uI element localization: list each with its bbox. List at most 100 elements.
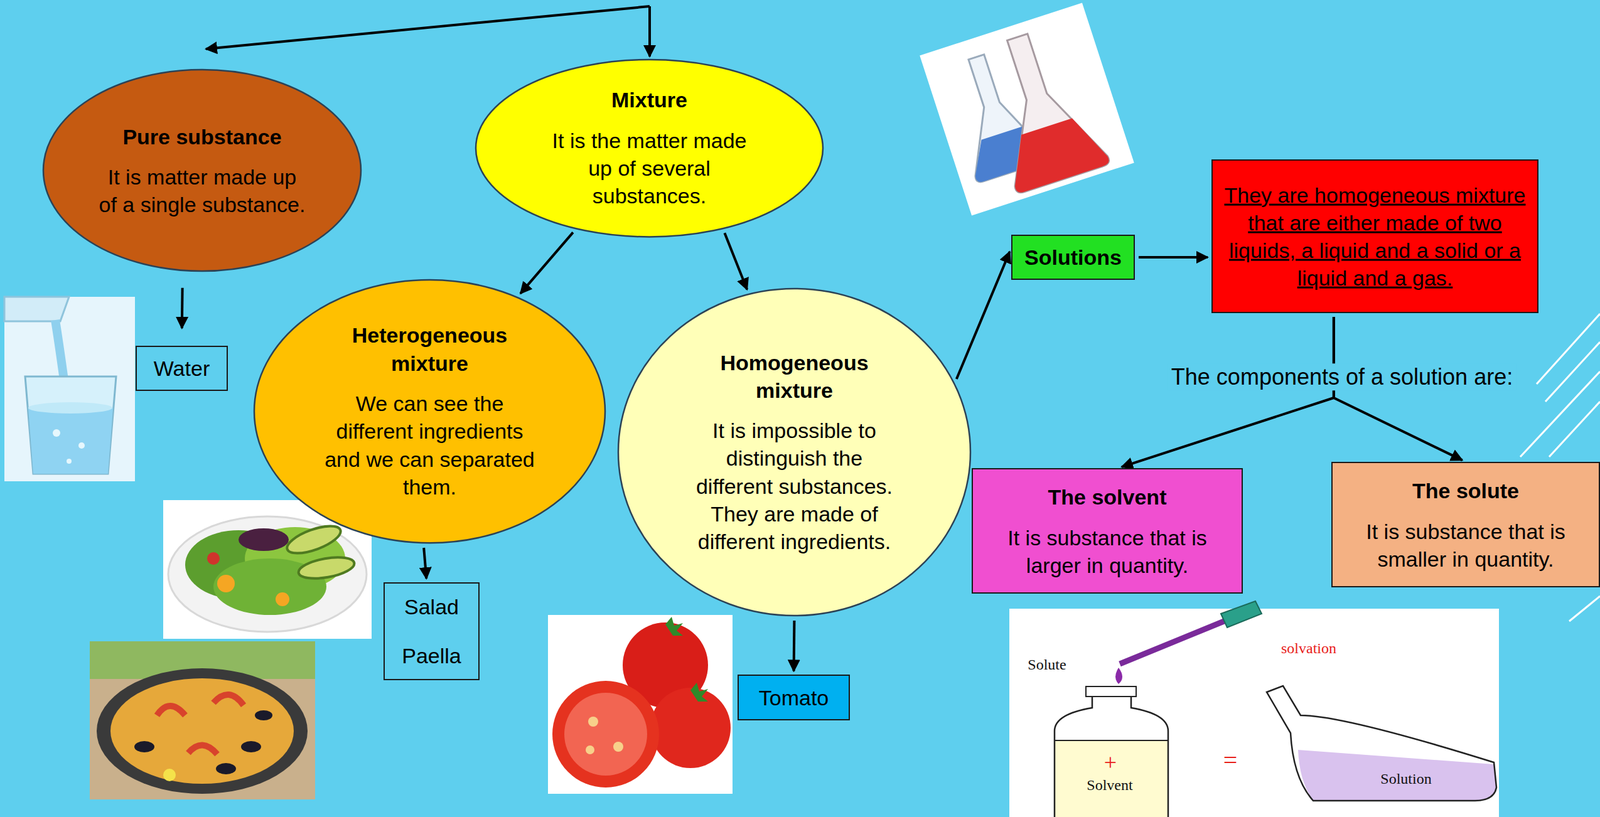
tomato-picture bbox=[588, 716, 599, 727]
paella-picture bbox=[134, 741, 155, 753]
node-title: The solute bbox=[1340, 477, 1592, 505]
tomato-picture bbox=[552, 681, 660, 788]
water-glass-picture bbox=[28, 408, 113, 474]
node-text: Water bbox=[153, 354, 210, 383]
connector-arrow bbox=[1138, 256, 1208, 259]
solvation-picture bbox=[1298, 750, 1497, 801]
water-glass-picture bbox=[25, 376, 117, 474]
water-glass-picture bbox=[52, 429, 61, 437]
decor-stripes bbox=[1520, 371, 1600, 457]
paella-picture bbox=[213, 694, 244, 706]
concept-box: Tomato bbox=[737, 674, 850, 720]
node-text: It is matter made up of a single substan… bbox=[98, 163, 306, 219]
decor-stripes bbox=[1569, 596, 1600, 622]
part-label: Solute bbox=[1023, 655, 1070, 675]
water-glass-picture bbox=[4, 296, 135, 482]
branch-arrow bbox=[648, 6, 651, 57]
node-title: Mixture bbox=[546, 85, 754, 114]
ellipse-fill bbox=[618, 288, 971, 616]
paella-picture bbox=[163, 768, 176, 782]
solvation-picture bbox=[1220, 601, 1262, 628]
connector-arrow bbox=[956, 251, 1010, 380]
node-text: We can see the different ingredients and… bbox=[316, 389, 543, 501]
water-glass-picture bbox=[78, 442, 85, 449]
tomato-picture bbox=[547, 615, 733, 795]
connector-arrow bbox=[180, 288, 184, 329]
node-text: It is impossible to distinguish the diff… bbox=[694, 416, 896, 556]
solvation-picture bbox=[1054, 696, 1169, 817]
salad-picture bbox=[296, 553, 356, 582]
paella-picture bbox=[89, 641, 316, 800]
tomato-picture bbox=[690, 682, 709, 702]
part-label: Solvent bbox=[1082, 776, 1137, 796]
solvation-picture bbox=[1119, 621, 1225, 665]
node-text: Salad bbox=[401, 593, 462, 621]
concept-box: They are homogeneous mixture that are ei… bbox=[1211, 159, 1539, 314]
solvation-picture bbox=[1054, 740, 1169, 817]
text-block: The solvent It is substance that is large… bbox=[980, 483, 1235, 580]
process-label: solvation bbox=[1277, 639, 1341, 659]
solvation-picture bbox=[1115, 667, 1123, 685]
text-block: SaladPaella bbox=[401, 593, 462, 670]
text-block: Tomato bbox=[758, 683, 830, 712]
node-text: It is substance that is smaller in quant… bbox=[1340, 517, 1592, 573]
text-block: They are homogeneous mixture that are ei… bbox=[1220, 180, 1530, 292]
concept-box: The solvent It is substance that is large… bbox=[971, 468, 1243, 594]
concept-box: The solute It is substance that is smalle… bbox=[1331, 461, 1600, 588]
salad-picture bbox=[217, 574, 235, 593]
equals-sign: = bbox=[1219, 745, 1242, 776]
concept-box: Water bbox=[135, 345, 228, 392]
paella-picture bbox=[254, 710, 273, 721]
paella-picture bbox=[215, 763, 237, 775]
connector-arrow bbox=[792, 620, 796, 672]
decor-stripes bbox=[1549, 401, 1600, 457]
paella-picture bbox=[156, 706, 186, 716]
concept-ellipse: Homogeneous mixture It is impossible to d… bbox=[617, 287, 972, 618]
decor-stripes bbox=[1545, 342, 1600, 402]
flasks-picture bbox=[919, 3, 1135, 216]
ellipse-fill bbox=[43, 69, 361, 272]
tomato-picture bbox=[585, 745, 595, 755]
tomato-picture bbox=[564, 692, 648, 776]
concept-ellipse: Pure substance It is matter made up of a … bbox=[42, 68, 363, 273]
water-glass-picture bbox=[66, 458, 72, 464]
salad-picture bbox=[275, 592, 290, 607]
node-text: Tomato bbox=[758, 683, 830, 712]
decor-stripes bbox=[1536, 313, 1600, 385]
node-title: Pure substance bbox=[98, 122, 306, 151]
text-block: Heterogeneous mixtureWe can see the diff… bbox=[316, 322, 543, 502]
concept-ellipse: Heterogeneous mixtureWe can see the diff… bbox=[252, 278, 607, 545]
flasks-picture bbox=[919, 3, 1135, 216]
solvation-picture bbox=[1054, 740, 1169, 742]
node-title: The solvent bbox=[980, 483, 1235, 511]
connector-arrow bbox=[1121, 316, 1334, 468]
node-title: Solutions bbox=[1024, 243, 1122, 272]
paella-picture bbox=[241, 741, 262, 753]
paella-picture bbox=[110, 678, 294, 784]
salad-picture bbox=[283, 520, 344, 560]
water-glass-picture bbox=[28, 402, 113, 414]
branch-arrow bbox=[205, 6, 650, 57]
text-block: Water bbox=[153, 354, 210, 383]
plus-sign: + bbox=[1100, 749, 1121, 777]
connector-arrow bbox=[724, 232, 747, 290]
ellipse-fill bbox=[254, 279, 606, 543]
tomato-picture bbox=[547, 615, 733, 795]
part-label: Solution bbox=[1376, 770, 1435, 790]
node-text: It is substance that is larger in quanti… bbox=[980, 523, 1235, 579]
caption-note: The components of a solution are: bbox=[1167, 363, 1517, 391]
tomato-picture bbox=[650, 687, 731, 769]
node-text: They are homogeneous mixture that are ei… bbox=[1220, 180, 1530, 292]
solvation-picture bbox=[1009, 608, 1499, 817]
text-block: The solute It is substance that is smalle… bbox=[1340, 477, 1592, 574]
ellipse-fill bbox=[475, 59, 823, 237]
node-text: It is the matter made up of several subs… bbox=[546, 126, 754, 211]
paella-picture bbox=[89, 641, 316, 800]
tomato-picture bbox=[665, 617, 683, 636]
text-block: Solutions bbox=[1024, 243, 1122, 272]
node-title: Homogeneous mixture bbox=[694, 348, 896, 405]
water-glass-picture bbox=[4, 296, 70, 322]
text-block: Mixture It is the matter made up of sever… bbox=[546, 85, 754, 210]
paella-picture bbox=[188, 745, 218, 755]
